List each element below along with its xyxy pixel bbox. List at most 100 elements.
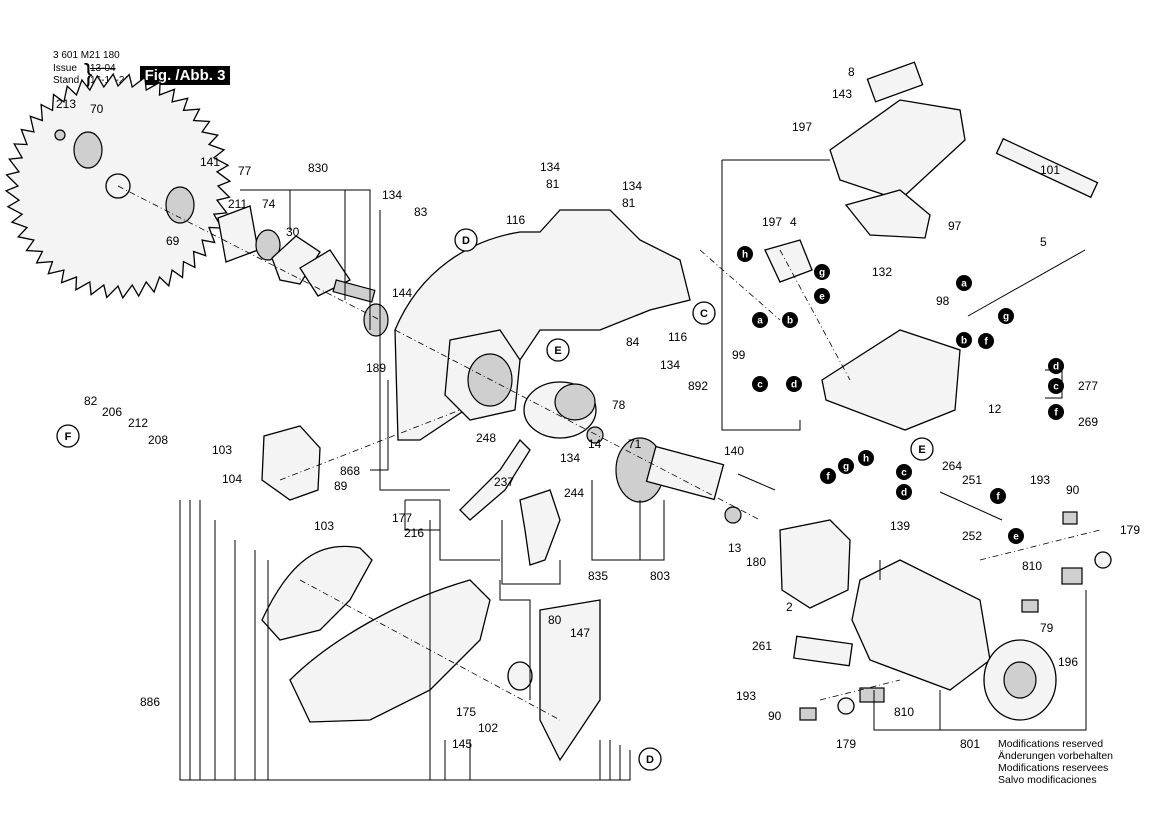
wire-letter-marker: a	[752, 312, 768, 328]
wire-letter: g	[1003, 312, 1009, 323]
part-label: 244	[564, 486, 584, 500]
part-label: 213	[56, 97, 76, 111]
part-label: 179	[836, 737, 856, 751]
wire-letter: a	[757, 316, 763, 327]
wire-letter: b	[787, 316, 793, 327]
part-label: 134	[660, 358, 680, 372]
part-label: 79	[1040, 621, 1054, 635]
wire-letter-dot	[1048, 378, 1064, 394]
part-label: 147	[570, 626, 590, 640]
wire-letter-dot	[838, 458, 854, 474]
reference-letter: E	[918, 444, 925, 456]
wire-letter: d	[1053, 362, 1059, 373]
spindle-gear-shape	[363, 303, 389, 337]
part-label: 175	[456, 705, 476, 719]
reference-marker: D	[638, 747, 662, 771]
part-label: 84	[626, 335, 640, 349]
wire-letter-marker: f	[1048, 404, 1064, 420]
part-label: 810	[1022, 559, 1042, 573]
part-label: 277	[1078, 379, 1098, 393]
part-label: 77	[238, 164, 252, 178]
reference-ring	[638, 747, 662, 771]
wire-letter-dot	[1048, 358, 1064, 374]
wire-letter-dot	[1008, 528, 1024, 544]
part-label: 132	[872, 265, 892, 279]
reference-marker: E	[546, 338, 570, 362]
part-label: 134	[622, 179, 642, 193]
reference-letter: D	[646, 754, 654, 766]
power-cord-line	[967, 249, 1086, 317]
part-label: 830	[308, 161, 328, 175]
part-label: 144	[392, 286, 412, 300]
part-label: 80	[548, 613, 562, 627]
wire-letter-dot	[820, 468, 836, 484]
assembly-bracket-lines	[179, 159, 1087, 781]
part-label: 70	[90, 102, 104, 116]
part-label: 261	[752, 639, 772, 653]
wire-letter-dot	[786, 376, 802, 392]
part-label: 145	[452, 737, 472, 751]
part-label: 141	[200, 155, 220, 169]
part-label: 196	[1058, 655, 1078, 669]
lower-blade-guard	[289, 579, 491, 723]
part-label: 134	[560, 451, 580, 465]
wire-letter-marker: e	[814, 288, 830, 304]
handle-label-shape	[866, 61, 924, 103]
part-label: 143	[832, 87, 852, 101]
stand-label: Stand	[53, 75, 80, 86]
part-label: 102	[478, 721, 498, 735]
part-label: 82	[84, 394, 98, 408]
bearing-rear-shape	[724, 506, 742, 524]
part-label: 252	[962, 529, 982, 543]
part-label: 193	[736, 689, 756, 703]
wire-letter-dot	[737, 246, 753, 262]
issue-label: Issue	[53, 63, 77, 74]
wire-letter-marker: d	[896, 484, 912, 500]
brush-shape	[1021, 599, 1039, 613]
reference-marker: D	[454, 228, 478, 252]
wire-letter-marker: d	[786, 376, 802, 392]
guard-washer-shape	[507, 661, 533, 691]
part-label: 810	[894, 705, 914, 719]
wire-letter-marker: d	[1048, 358, 1064, 374]
wire-letter: f	[996, 492, 1000, 503]
part-label: 30	[286, 225, 300, 239]
wire-letter: a	[961, 279, 967, 290]
wire-letter-marker: b	[956, 332, 972, 348]
wire-letter-dot	[990, 488, 1006, 504]
figure-label: Fig. /Abb. 3	[140, 66, 230, 85]
part-label: 264	[942, 459, 962, 473]
wire-letter-marker: b	[782, 312, 798, 328]
brush-cap-lower-shape	[837, 697, 855, 715]
wire-letter-dot	[956, 275, 972, 291]
wire-letter: c	[901, 468, 907, 479]
part-label: 97	[948, 219, 962, 233]
wire-letter-dot	[782, 312, 798, 328]
handle-base-shape	[821, 329, 961, 431]
wire-letter: e	[1013, 532, 1019, 543]
reference-ring	[546, 338, 570, 362]
part-label: 139	[890, 519, 910, 533]
wire-letter: b	[961, 336, 967, 347]
wire-letter-marker: f	[978, 333, 994, 349]
brush-lower-shape	[799, 707, 817, 721]
wire-letter-marker: g	[998, 308, 1014, 324]
lower-guard-cap	[261, 425, 321, 501]
part-label: 197	[792, 120, 812, 134]
reference-letter: D	[462, 235, 470, 247]
reference-letter: E	[554, 345, 561, 357]
bearing-shape	[255, 229, 281, 261]
reference-ring	[454, 228, 478, 252]
part-label: 237	[494, 475, 514, 489]
part-label: 5	[1040, 235, 1047, 249]
wire-letter-marker: f	[990, 488, 1006, 504]
blade-bolt-shape	[54, 129, 66, 141]
part-label: 103	[212, 443, 232, 457]
note-es: Salvo modificaciones	[998, 774, 1097, 786]
part-label: 8	[848, 65, 855, 79]
part-label: 208	[148, 433, 168, 447]
wire-letter-dot	[896, 464, 912, 480]
part-label: 89	[334, 479, 348, 493]
note-de: Änderungen vorbehalten	[998, 750, 1114, 762]
